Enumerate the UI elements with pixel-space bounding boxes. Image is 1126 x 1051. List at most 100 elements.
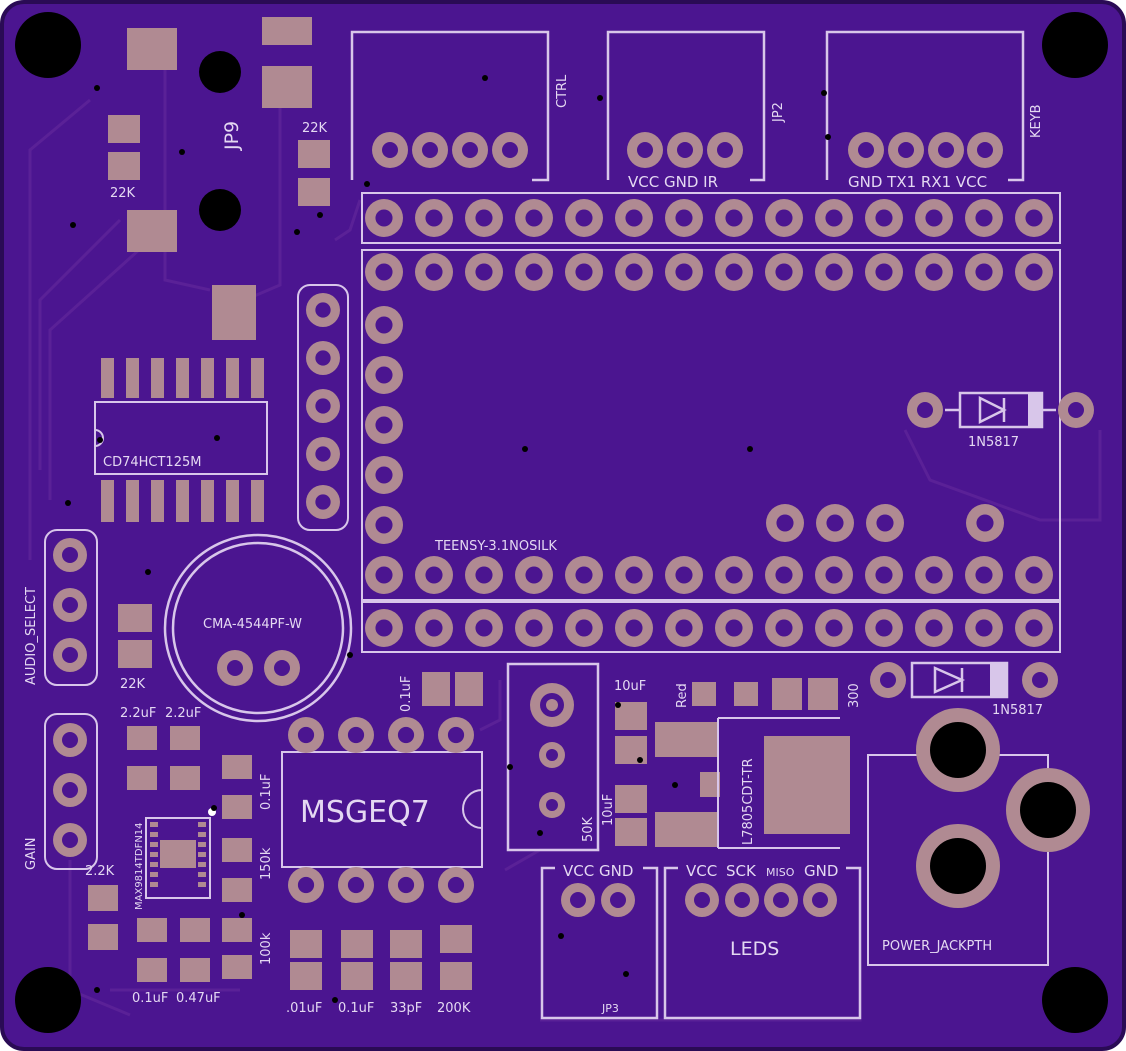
via <box>537 830 543 836</box>
max9814-pad-left <box>150 882 158 887</box>
header-5pin <box>297 284 349 531</box>
cd74-pad-top <box>101 358 114 398</box>
mount-hole-top-left <box>15 12 81 78</box>
max9814-pad-right <box>198 882 206 887</box>
cap-01uf-top: 0.1uF <box>399 672 483 712</box>
diode-1n5817-bottom: 1N5817 <box>870 661 1058 718</box>
cd74-pad-bottom <box>126 480 139 522</box>
teensy-pin-top-inner-hole <box>875 263 893 281</box>
max9814-pad-right <box>198 852 206 857</box>
via <box>94 85 100 91</box>
max9814-section: 2.2uF 2.2uF 0.1uF 150k 100k MAX9814TDFN1… <box>85 706 274 1006</box>
cd74-label: CD74HCT125M <box>103 455 201 470</box>
led-red-and-resistor: Red 300 <box>675 678 862 710</box>
via <box>364 181 370 187</box>
teensy-pin-top-inner-hole <box>475 263 493 281</box>
max9814-pad-right <box>198 872 206 877</box>
teensy-pin-top-inner-hole <box>525 263 543 281</box>
teensy-pin-left-hole <box>375 366 393 384</box>
power-jack: POWER_JACKPTH <box>867 708 1090 966</box>
teensy-pin-top-inner-hole <box>775 263 793 281</box>
teensy-pin-bottom-inner-hole <box>675 566 693 584</box>
via <box>558 933 564 939</box>
leds-connector: VCC SCK MISO GND LEDS <box>663 862 862 1020</box>
via <box>145 569 151 575</box>
jp3-connector: VCC GND JP3 <box>540 862 659 1020</box>
cap-10uf-b-label: 10uF <box>601 794 616 826</box>
via <box>347 652 353 658</box>
teensy-pin-bottom-outer-hole <box>1025 619 1043 637</box>
via <box>65 500 71 506</box>
teensy-pin-bottom-outer-hole <box>625 619 643 637</box>
l7805-label: L7805CDT-TR <box>741 758 756 845</box>
teensy-pin-left-hole <box>375 466 393 484</box>
r-300-label: 300 <box>847 683 862 708</box>
teensy-pin-bottom-outer-hole <box>725 619 743 637</box>
teensy-pin-top-inner-hole <box>375 263 393 281</box>
max9814-label: MAX9814TDFN14 <box>134 822 145 910</box>
ctrl-label: CTRL <box>555 74 570 108</box>
teensy-pin-extra-hole <box>826 514 844 532</box>
via <box>97 437 103 443</box>
teensy-pin-top-outer-hole <box>775 209 793 227</box>
cd74-pad-top <box>126 358 139 398</box>
led-red-label: Red <box>675 683 690 708</box>
via <box>70 222 76 228</box>
leds-gnd-label: GND <box>804 862 838 880</box>
via <box>179 149 185 155</box>
teensy-pin-bottom-outer-hole <box>675 619 693 637</box>
teensy-pin-left-hole <box>375 516 393 534</box>
via <box>672 782 678 788</box>
max9814-pad-left <box>150 852 158 857</box>
teensy-pin-top-inner-hole <box>575 263 593 281</box>
cap-22uf-b-label: 2.2uF <box>165 706 201 721</box>
teensy-pin-top-inner-hole <box>925 263 943 281</box>
teensy-pin-top-outer-hole <box>375 209 393 227</box>
header-5pin-pads <box>306 293 340 519</box>
via <box>821 90 827 96</box>
r-22k-audio-label: 22K <box>120 677 146 692</box>
teensy-pin-bottom-outer-hole <box>775 619 793 637</box>
via <box>825 134 831 140</box>
cap-01uf-bot2-label: 0.1uF <box>338 1001 374 1016</box>
cap-001uf-label: .01uF <box>286 1001 322 1016</box>
max9814-pad-left <box>150 842 158 847</box>
jp3-label: JP3 <box>601 1002 619 1015</box>
jp2-label: JP2 <box>771 102 786 123</box>
teensy-pin-bottom-inner-hole <box>475 566 493 584</box>
teensy-pin-left-hole <box>375 416 393 434</box>
teensy-pin-bottom-inner-hole <box>925 566 943 584</box>
teensy-pin-bottom-outer-hole <box>875 619 893 637</box>
keyb-connector: KEYB GND TX1 RX1 VCC <box>825 30 1044 191</box>
cd74-pad-bottom <box>251 480 264 522</box>
teensy-pin-bottom-outer-hole <box>925 619 943 637</box>
copper-traces <box>28 60 1102 1022</box>
via <box>294 229 300 235</box>
vias <box>65 75 831 1003</box>
max9814-pad-right <box>198 832 206 837</box>
max9814-pad-right <box>198 822 206 827</box>
teensy-pin-top-outer-hole <box>825 209 843 227</box>
cd74-pad-bottom <box>201 480 214 522</box>
teensy-pin-top-inner-hole <box>975 263 993 281</box>
msgeq7-label: MSGEQ7 <box>300 795 430 830</box>
teensy-pin-top-outer-hole <box>425 209 443 227</box>
via <box>239 912 245 918</box>
cd74-pad-top <box>151 358 164 398</box>
cma-label: CMA-4544PF-W <box>203 617 302 632</box>
via <box>597 95 603 101</box>
teensy-pin-bottom-inner-hole <box>625 566 643 584</box>
cap-22uf-a-label: 2.2uF <box>120 706 156 721</box>
ic-msgeq7: MSGEQ7 <box>281 717 483 903</box>
cap-10uf-a-label: 10uF <box>614 679 646 694</box>
r-100k-label: 100k <box>259 932 274 965</box>
cd74-pad-bottom <box>176 480 189 522</box>
keyb-pin-labels: GND TX1 RX1 VCC <box>848 173 987 191</box>
teensy-pin-top-outer-hole <box>525 209 543 227</box>
msgeq7-pad-top-hole <box>397 726 415 744</box>
teensy-pin-bottom-inner-hole <box>375 566 393 584</box>
mounting-holes <box>15 12 1108 1033</box>
r-22k-small-label: 2.2K <box>85 864 115 879</box>
max9814-pad-right <box>198 862 206 867</box>
